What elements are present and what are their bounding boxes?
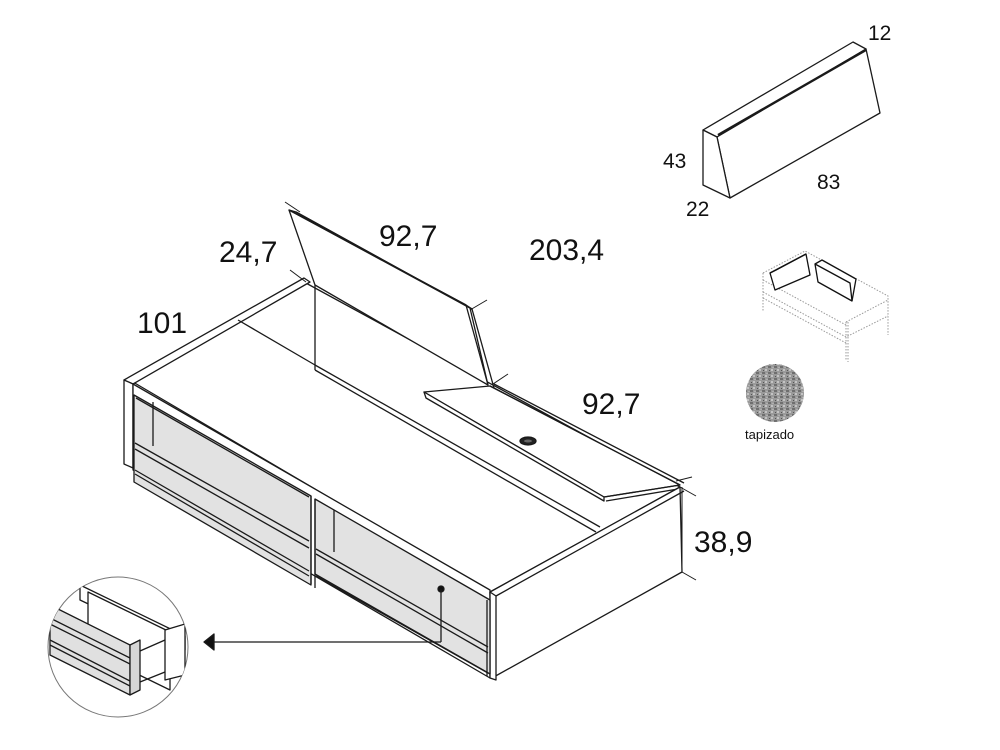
dimension-side-panel-length: 92,7 bbox=[582, 388, 641, 421]
drawer-left[interactable] bbox=[133, 394, 312, 586]
cushion-dimension-bottom-depth: 22 bbox=[686, 198, 710, 221]
cushion-dimension-top-depth: 12 bbox=[868, 22, 892, 45]
fabric-swatch bbox=[746, 364, 804, 422]
material-label: tapizado bbox=[745, 427, 795, 442]
sofa-thumbnail bbox=[762, 250, 889, 362]
cushion-dimension-height: 43 bbox=[663, 150, 687, 173]
dimension-depth: 101 bbox=[137, 307, 188, 340]
detail-leader bbox=[203, 585, 445, 651]
drawer-right[interactable] bbox=[310, 496, 491, 676]
drawer-detail-inset bbox=[47, 576, 189, 718]
dimension-total-length: 203,4 bbox=[529, 234, 605, 267]
cushion-dimension-length: 83 bbox=[817, 171, 841, 194]
dimension-lines bbox=[284, 201, 697, 581]
dimension-backrest-height: 24,7 bbox=[219, 236, 278, 269]
cushion-drawing bbox=[702, 41, 881, 199]
dimension-height: 38,9 bbox=[694, 526, 753, 559]
dimension-backrest-length: 92,7 bbox=[379, 220, 438, 253]
